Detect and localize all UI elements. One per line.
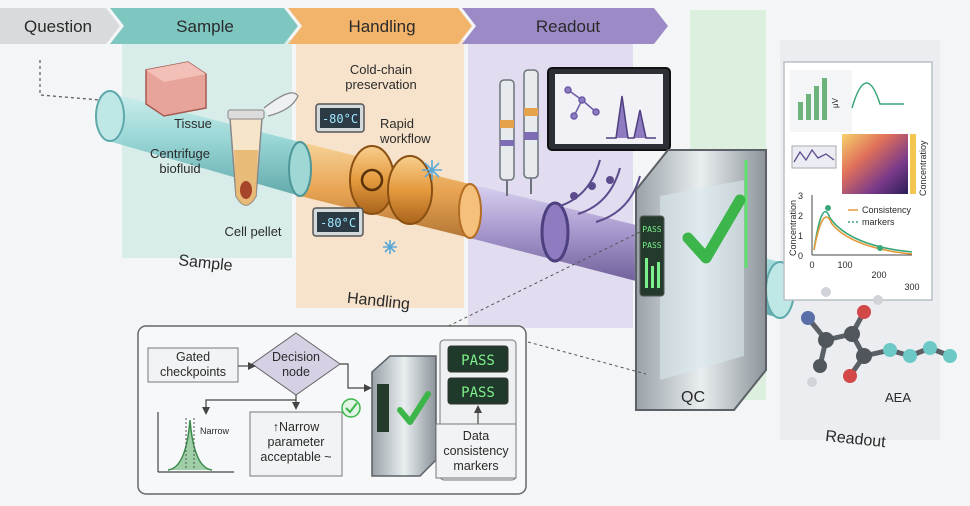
inset-connector-right [527, 341, 647, 375]
pass-display-1 [447, 345, 509, 373]
y-axis-label: Concentration [788, 200, 798, 256]
legend-line2: markers [862, 217, 895, 227]
entry-dotted-arrow [39, 60, 101, 101]
chromatography-columns-icon [499, 69, 539, 196]
molecule-label: AEA [885, 390, 911, 405]
svg-text:-80°C: -80°C [322, 112, 358, 126]
ytick-0: 0 [798, 251, 803, 261]
pass-display-2-text: PASS [461, 385, 495, 401]
check-circle-icon [341, 398, 361, 418]
readout-monitor [547, 67, 671, 151]
svg-text:-80°C: -80°C [320, 216, 356, 230]
qc-gate-pass-2: PASS [642, 241, 661, 250]
stage-arrow-handling[interactable] [288, 8, 472, 44]
qc-zone-label: QC [681, 389, 705, 406]
handling-zone-label: Handling [346, 290, 411, 314]
signal-nodes [570, 176, 614, 200]
ytick-2: 2 [798, 211, 803, 221]
stage-arrow-readout[interactable] [462, 8, 668, 44]
pass-display-2 [447, 377, 509, 405]
stage-label-question: Question [24, 17, 92, 36]
stage-label-handling: Handling [348, 17, 415, 36]
stage-arrows: Question Sample Handling Readout [0, 8, 668, 44]
tissue-label: Tissue [174, 116, 212, 131]
xtick-300: 300 [904, 282, 919, 292]
xtick-100: 100 [837, 260, 852, 270]
qc-inset-panel: PASS PASS Narrow [137, 325, 527, 495]
data-consistency-box [435, 423, 517, 479]
stage-arrow-sample[interactable] [110, 8, 298, 44]
concentration-chart: 3 2 1 0 0 100 200 300 Concentration Cons… [788, 191, 920, 292]
legend-line1: Consistency [862, 205, 912, 215]
readout-zone-label: Readout [824, 428, 886, 451]
rapid-workflow-coupling [349, 145, 433, 225]
mini-chart-label: μV [831, 97, 840, 108]
xtick-0: 0 [809, 260, 814, 270]
centrifuge-tube-icon [227, 92, 299, 206]
heatmap-label: Concentratioy [918, 140, 928, 196]
aea-molecule-icon [801, 287, 957, 387]
readout-panel: μV Concentratioy [783, 61, 933, 301]
qc-gate[interactable]: PASS PASS [635, 149, 767, 411]
cell-pellet-label: Cell pellet [224, 224, 282, 239]
mini-line-chart [790, 70, 852, 132]
inset-check-icon [397, 391, 431, 425]
sample-zone-label: Sample [178, 252, 234, 275]
heatmap [842, 134, 908, 194]
narrow-parameter-box [249, 411, 343, 477]
xtick-200: 200 [871, 270, 886, 280]
stage-label-sample: Sample [176, 17, 234, 36]
temp-display-top: -80°C [315, 103, 365, 133]
ytick-3: 3 [798, 191, 803, 201]
stage-arrow-question[interactable] [0, 8, 120, 44]
gated-checkpoints-box [147, 347, 239, 383]
narrow-label: Narrow [200, 426, 230, 436]
signal-arrows [559, 159, 641, 223]
snowflake-icon [383, 160, 442, 254]
qc-gate-pass-1: PASS [642, 225, 661, 234]
check-icon [682, 194, 746, 264]
distribution-plot [157, 412, 234, 473]
pass-display-1-text: PASS [461, 353, 495, 369]
stage-label-readout: Readout [536, 17, 601, 36]
refresh-icon [360, 168, 384, 192]
tissue-block-icon [145, 61, 207, 117]
temp-display-bottom: -80°C [312, 207, 364, 237]
inset-gate [371, 355, 437, 477]
ytick-1: 1 [798, 231, 803, 241]
